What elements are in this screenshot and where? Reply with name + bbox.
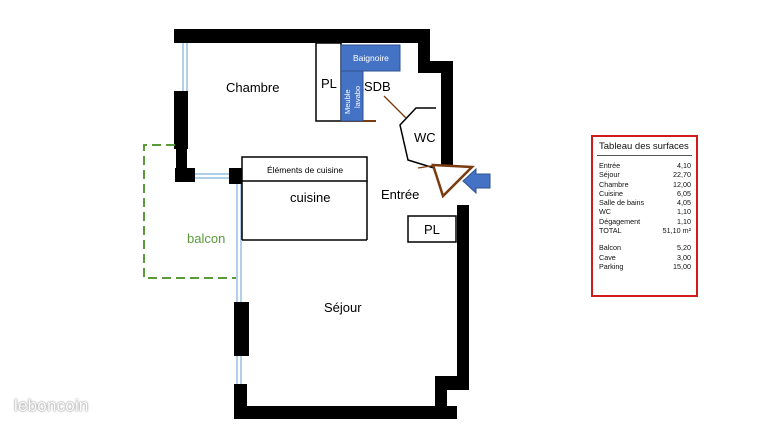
bathtub: [340, 44, 401, 72]
surface-label: TOTAL: [599, 226, 622, 236]
surface-value: 4,10: [677, 161, 691, 170]
surface-row: Dégagement 1,10: [599, 217, 691, 226]
surface-label: Parking: [599, 261, 624, 271]
surface-row: TOTAL 51,10 m²: [599, 226, 691, 235]
surface-value: 4,05: [677, 198, 691, 208]
label-lavabo: lavabo: [353, 86, 362, 108]
surface-value: 12,00: [673, 179, 691, 189]
surface-label: WC: [599, 207, 611, 217]
entry-arrow: [462, 167, 491, 195]
label-sejour: Séjour: [324, 300, 362, 315]
surface-label: Salle de bains: [599, 198, 645, 208]
surface-gap: [599, 235, 691, 243]
windows: [182, 42, 242, 384]
label-elements-cuisine: Éléments de cuisine: [267, 165, 343, 175]
label-sdb: SDB: [364, 79, 391, 94]
surface-label: Cuisine: [599, 188, 623, 198]
balcony-outline: [143, 144, 236, 279]
surface-value: 6,05: [677, 188, 691, 198]
surface-label: Balcon: [599, 243, 621, 253]
entrance-door: [431, 163, 475, 199]
surface-row: Cuisine 6,05: [599, 189, 691, 198]
label-meuble: Meuble: [343, 89, 352, 114]
surface-row: WC 1,10: [599, 207, 691, 216]
label-chambre: Chambre: [226, 80, 279, 95]
surface-value: 51,10 m²: [662, 226, 691, 236]
surface-row: Entrée 4,10: [599, 161, 691, 170]
surface-value: 22,70: [673, 170, 691, 180]
surface-row: Chambre 12,00: [599, 180, 691, 189]
label-pl-bottom: PL: [424, 222, 440, 237]
label-wc: WC: [414, 130, 436, 145]
surfaces-title: Tableau des surfaces: [597, 137, 692, 156]
vanity: [340, 70, 364, 122]
surface-label: Entrée: [599, 161, 621, 170]
label-balcon: balcon: [187, 231, 225, 246]
surface-row: Balcon 5,20: [599, 243, 691, 252]
surface-row: Parking 15,00: [599, 262, 691, 271]
surface-label: Chambre: [599, 179, 629, 189]
label-pl-top: PL: [321, 76, 337, 91]
surface-row: Séjour 22,70: [599, 170, 691, 179]
surface-value: 1,10: [677, 207, 691, 217]
leboncoin-watermark: leboncoin: [14, 396, 89, 415]
surface-row: Cave 3,00: [599, 253, 691, 262]
surface-label: Cave: [599, 252, 616, 262]
label-baignoire: Baignoire: [353, 53, 389, 63]
interior-walls: [241, 42, 457, 243]
surface-value: 5,20: [677, 243, 691, 253]
surface-value: 15,00: [673, 261, 691, 271]
label-cuisine: cuisine: [290, 190, 330, 205]
surface-value: 3,00: [677, 252, 691, 262]
surface-label: Dégagement: [599, 216, 641, 226]
surface-label: Séjour: [599, 170, 620, 180]
label-entree: Entrée: [381, 187, 419, 202]
surface-value: 1,10: [677, 216, 691, 226]
walls: [174, 29, 469, 419]
surface-row: Salle de bains 4,05: [599, 198, 691, 207]
